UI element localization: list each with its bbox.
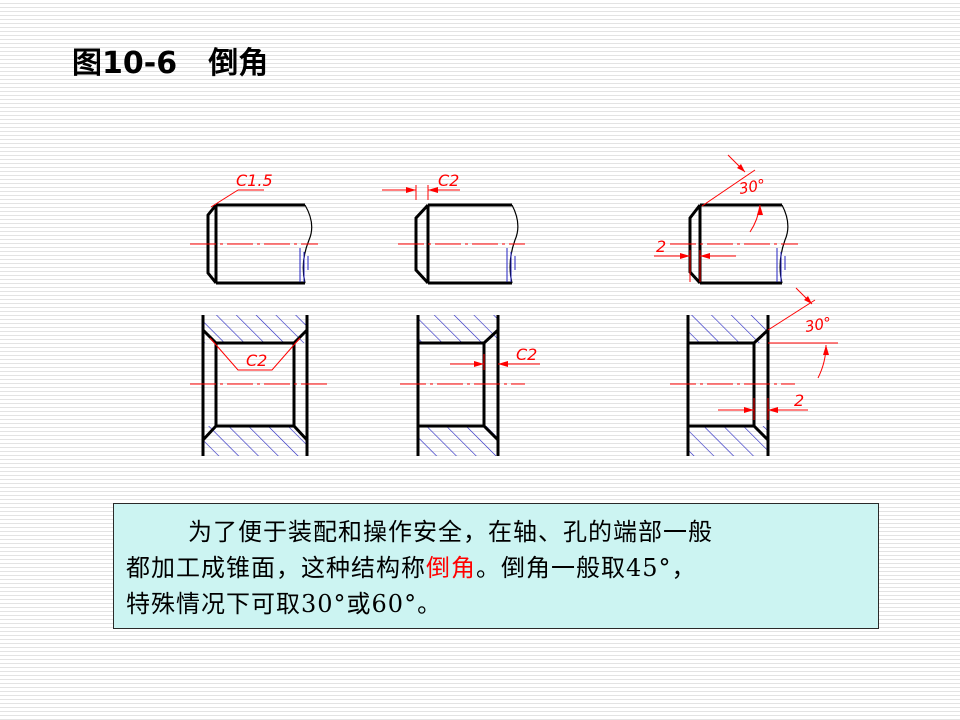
caption-line-2-pre: 都加工成锥面，这种结构称 [126, 554, 426, 582]
hole-3-angle-label: 30° [804, 314, 833, 336]
hole-2-chamfer-label: C2 [516, 345, 537, 364]
hole-3-length-label: 2 [794, 391, 804, 410]
hole-3: 30° 2 [670, 287, 838, 456]
hole-2: C2 [400, 315, 540, 456]
shaft-3-angle-label: 30° [738, 176, 767, 198]
shaft-1-chamfer-label: C1.5 [236, 171, 273, 190]
shaft-2: C2 [382, 171, 525, 285]
caption-line-3: 特殊情况下可取30°或60°。 [126, 590, 443, 618]
caption-line-1: 为了便于装配和操作安全，在轴、孔的端部一般 [188, 518, 713, 546]
hole-1-chamfer-label: C2 [246, 351, 267, 370]
shaft-3-length-label: 2 [656, 237, 666, 256]
shaft-1-leader [210, 189, 239, 208]
caption-box: 为了便于装配和操作安全，在轴、孔的端部一般 都加工成锥面，这种结构称倒角。倒角一… [113, 503, 879, 629]
figure-title: 倒角 [208, 46, 269, 81]
shaft-2-chamfer-label: C2 [438, 171, 459, 190]
chamfer-drawing: C1.5 C2 30° 2 [190, 154, 838, 456]
caption-line-2-post: 。倒角一般取45°， [476, 554, 697, 582]
hole-1: C2 [190, 315, 330, 456]
figure-number: 图10-6 [72, 46, 178, 81]
caption-line-2: 都加工成锥面，这种结构称倒角。倒角一般取45°， [126, 550, 866, 586]
shaft-3: 30° 2 [654, 154, 798, 285]
chamfer-term-highlight: 倒角 [426, 554, 476, 582]
slide-title: 图10-6 倒角 [72, 38, 268, 82]
shaft-1: C1.5 [190, 171, 318, 285]
